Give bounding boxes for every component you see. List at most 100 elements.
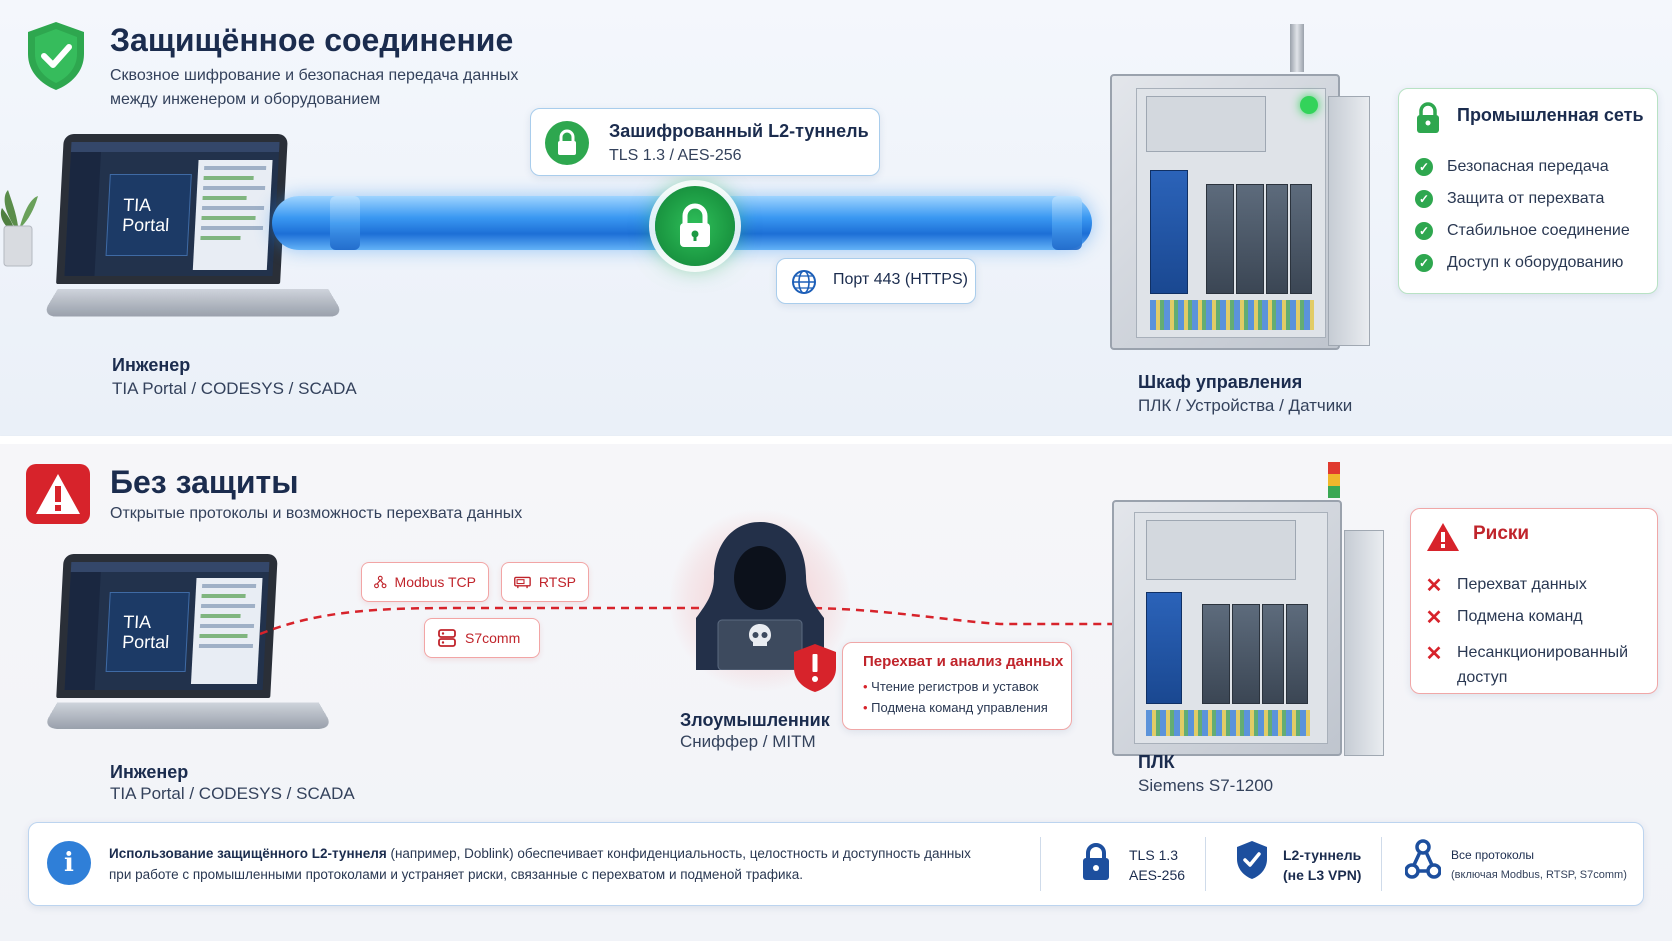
- risks-title: Риски: [1473, 523, 1530, 544]
- panel-divider: [0, 436, 1672, 444]
- list-item: ✕ Несанкционированный: [1425, 637, 1628, 669]
- engineer-sub-insecure: TIA Portal / CODESYS / SCADA: [110, 784, 355, 803]
- check-icon: ✓: [1415, 254, 1433, 272]
- list-item: ✓Доступ к оборудованию: [1415, 247, 1630, 279]
- shield-alert-icon: [792, 642, 838, 694]
- protocol-tag-rtsp: RTSP: [501, 562, 589, 602]
- info-icon: i: [47, 841, 91, 885]
- feature-tls-line1: TLS 1.3: [1129, 847, 1179, 863]
- footer-text-line1: Использование защищённого L2-туннеля (на…: [109, 843, 1069, 864]
- x-icon: ✕: [1425, 574, 1443, 597]
- x-icon: ✕: [1425, 606, 1443, 629]
- risks-card: Риски ✕Перехват данных ✕ Подмена команд ✕…: [1410, 508, 1658, 694]
- cabinet-antenna: [1290, 24, 1304, 72]
- plant-decoration: [0, 186, 40, 270]
- screen-project-tree: [192, 160, 273, 270]
- cabinet-breakers: [1146, 520, 1296, 580]
- laptop-keyboard: [42, 702, 334, 729]
- screen-titlebar: [70, 142, 280, 152]
- screen-project-tree: [190, 578, 263, 684]
- intercept-item-text: Подмена команд управления: [871, 700, 1048, 715]
- shield-check-icon: [1235, 839, 1269, 886]
- protocol-tag-s7comm: S7comm: [424, 618, 540, 658]
- server-icon: [438, 629, 456, 647]
- intercept-item: • Подмена команд управления: [863, 700, 1048, 715]
- footer-divider: [1205, 837, 1206, 891]
- footer-text-rest: (например, Doblink) обеспечивает конфиде…: [386, 846, 971, 861]
- attacker-label: Злоумышленник: [680, 710, 830, 730]
- port-info-card: Порт 443 (HTTPS): [776, 258, 976, 304]
- tunnel-sub: TLS 1.3 / AES-256: [609, 147, 742, 164]
- plc-module-2: [1232, 604, 1260, 704]
- check-icon: ✓: [1415, 190, 1433, 208]
- laptop-screen: TIA Portal: [56, 134, 288, 284]
- skull-icon: [746, 622, 774, 655]
- protocol-tag-modbus: Modbus TCP: [361, 562, 489, 602]
- control-cabinet: [1110, 24, 1380, 354]
- list-item-text: Защита от перехвата: [1447, 190, 1605, 207]
- check-icon: ✓: [1415, 158, 1433, 176]
- signal-tower: [1328, 462, 1340, 502]
- status-led-green: [1300, 96, 1318, 114]
- industrial-network-card: Промышленная сеть ✓Безопасная передача ✓…: [1398, 88, 1658, 294]
- tia-text-line1: TIA: [122, 195, 152, 215]
- intercept-item: • Чтение регистров и уставок: [863, 679, 1039, 694]
- tunnel-ring-left: [330, 196, 360, 250]
- tunnel-title: Зашифрованный L2-туннель: [609, 121, 869, 141]
- network-title: Промышленная сеть: [1457, 105, 1644, 125]
- plc-sub: Siemens S7-1200: [1138, 776, 1274, 795]
- footer-divider: [1381, 837, 1382, 891]
- tia-text-line2: Portal: [121, 215, 170, 235]
- plc-cabinet: [1112, 460, 1392, 760]
- cabinet-door: [1328, 96, 1370, 346]
- padlock-icon: [1413, 101, 1443, 140]
- feature-l2-line2: (не L3 VPN): [1283, 867, 1362, 883]
- network-list: ✓Безопасная передача ✓ Защита от перехват…: [1415, 151, 1630, 279]
- cabinet-label: Шкаф управления: [1138, 372, 1303, 392]
- warning-triangle-icon: [24, 462, 92, 526]
- protocol-label: Modbus TCP: [394, 574, 476, 590]
- tia-text-line2: Portal: [121, 632, 170, 652]
- list-item: ✓Безопасная передача: [1415, 151, 1630, 183]
- list-item-text: Несанкционированный: [1457, 644, 1629, 661]
- footer-divider: [1040, 837, 1041, 891]
- secure-subtitle-line1: Сквозное шифрование и безопасная передач…: [110, 67, 519, 84]
- engineer-laptop-insecure: TIA Portal: [42, 554, 356, 754]
- laptop-screen: TIA Portal: [56, 554, 278, 698]
- list-item-text: Стабильное соединение: [1447, 222, 1630, 239]
- engineer-label-insecure: Инженер: [110, 762, 189, 782]
- intercept-card: Перехват и анализ данных • Чтение регист…: [842, 642, 1072, 730]
- plc-module-2: [1236, 184, 1264, 294]
- cabinet-wiring: [1146, 710, 1310, 736]
- router-icon: [1146, 592, 1182, 704]
- tunnel-info-card: Зашифрованный L2-туннель TLS 1.3 / AES-2…: [530, 108, 880, 176]
- feature-protocols-line1: Все протоколы: [1451, 848, 1535, 862]
- tunnel-lock-icon: [655, 186, 735, 266]
- tia-text-line1: TIA: [122, 612, 152, 632]
- x-icon: ✕: [1425, 642, 1443, 665]
- feature-tls: TLS 1.3 AES-256: [1129, 845, 1185, 885]
- engineer-sub-secure: TIA Portal / CODESYS / SCADA: [112, 379, 357, 398]
- footer-text: Использование защищённого L2-туннеля (на…: [109, 843, 1069, 885]
- warning-triangle-icon: [1425, 521, 1461, 558]
- hacker-icon: [690, 520, 830, 671]
- feature-protocols: Все протоколы (включая Modbus, RTSP, S7c…: [1451, 845, 1627, 885]
- feature-tls-line2: AES-256: [1129, 867, 1186, 883]
- plc-module-4: [1290, 184, 1312, 294]
- feature-l2: L2-туннель (не L3 VPN): [1283, 845, 1361, 885]
- cabinet-breakers: [1146, 96, 1266, 152]
- plc-module-3: [1262, 604, 1284, 704]
- cabinet-door: [1344, 530, 1384, 756]
- risks-list: ✕Перехват данных ✕ Подмена команд ✕ Несанк…: [1425, 569, 1628, 691]
- insecure-subtitle: Открытые протоколы и возможность перехва…: [110, 505, 523, 522]
- network-icon: [374, 575, 387, 589]
- engineer-label-secure: Инженер: [112, 355, 191, 375]
- feature-protocols-line2: (включая Modbus, RTSP, S7comm): [1451, 869, 1627, 881]
- cabinet-wiring: [1150, 300, 1314, 330]
- list-item-text: Подмена команд: [1457, 608, 1583, 625]
- list-item: ✕Перехват данных: [1425, 569, 1628, 601]
- intercept-title: Перехват и анализ данных: [863, 653, 1064, 670]
- insecure-title: Без защиты: [110, 464, 299, 500]
- screen-titlebar: [70, 562, 270, 572]
- laptop-keyboard: [41, 288, 345, 317]
